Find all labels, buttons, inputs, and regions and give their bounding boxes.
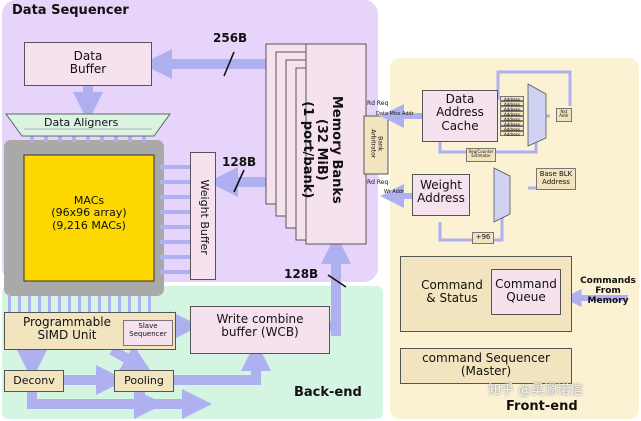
bandwidth-ticks [223, 51, 347, 288]
data-aligners-shape [5, 113, 171, 137]
bandwidth-128-wcb-label: 128B [284, 267, 319, 281]
pooling-block: Pooling [114, 370, 174, 392]
command-queue-label: Command Queue [495, 277, 557, 305]
address-item: Address [500, 111, 524, 117]
tick-256 [223, 51, 235, 77]
weight-address-block: Weight Address [412, 174, 470, 216]
tick-128-weight [233, 169, 245, 193]
loop-dac-top [496, 70, 572, 106]
weight-buffer-block: Weight Buffer [190, 152, 216, 280]
arrow-pooling-loop [135, 389, 212, 419]
simd-unit-label: Programmable SIMD Unit [22, 315, 111, 343]
address-item: Address [500, 116, 524, 122]
wcb-block: Write combine buffer (WCB) [190, 306, 330, 354]
pooling-label: Pooling [124, 374, 164, 387]
weight-address-label: Weight Address [417, 178, 465, 206]
data-miss-addr-label: Data Miss Addr [376, 111, 414, 117]
rd-req-bottom-label: Rd Req [367, 179, 389, 186]
weight-feed-arrows [160, 165, 190, 274]
rd-req-top-label: Rd Req [367, 100, 389, 107]
slave-sequencer-label: Slave Sequencer [129, 322, 167, 338]
back-end-title: Back-end [294, 385, 362, 400]
data-address-cache-label: Data Address Cache [436, 92, 484, 133]
macs-label: MACs (96x96 array) (9,216 MACs) [51, 194, 127, 232]
slave-sequencer-block: Slave Sequencer [123, 320, 173, 346]
bandwidth-128-weight-label: 128B [222, 155, 257, 169]
address-item: Address [500, 126, 524, 132]
base-blk-address-label: Base BLK Address [539, 170, 573, 186]
plus96-label: +96 [475, 233, 491, 241]
arrow-pooling-to-wcb [174, 341, 271, 385]
command-sequencer-label: command Sequencer (Master) [422, 351, 550, 379]
req-counter-label: Req/Counter Estimator [468, 149, 494, 159]
data-sequencer-title: Data Sequencer [12, 3, 129, 18]
deconv-label: Deconv [13, 374, 55, 387]
address-item: Address [500, 121, 524, 127]
memory-banks-label: Memory Banks (32 MiB) (1 port/bank) [299, 95, 344, 204]
mac-array-core [23, 154, 155, 282]
front-end-title: Front-end [506, 399, 578, 414]
dac-mux [527, 83, 547, 147]
command-status-block: Command & Status Command Queue [400, 256, 572, 332]
data-buffer-label: Data Buffer [69, 49, 107, 77]
deconv-block: Deconv [4, 370, 64, 392]
wa-mux [493, 167, 511, 223]
command-queue-block: Command Queue [491, 269, 561, 315]
bank-arbitrator-label: Bank Arbitrator [370, 129, 384, 159]
next-addr-block: Nxt Addr [556, 108, 572, 122]
base-blk-address-block: Base BLK Address [536, 168, 576, 190]
wcb-label: Write combine buffer (WCB) [216, 312, 304, 340]
watermark-text: 知乎 @昊源诺信 [488, 383, 584, 398]
mac-output-arrows [8, 296, 151, 312]
address-item: Address [500, 96, 524, 102]
tick-128-wcb [327, 274, 347, 288]
memory-banks-front [305, 43, 367, 245]
data-buffer-block: Data Buffer [24, 42, 152, 86]
front-end-arrows [380, 104, 628, 307]
address-list: Address Address Address Address Address … [500, 96, 524, 137]
memory-bank-stack [265, 43, 367, 245]
wr-addr-label: Wr Addr [384, 189, 405, 195]
data-address-cache-block: Data Address Cache [422, 90, 498, 142]
plus96-block: +96 [472, 232, 494, 244]
commands-from-memory-label: Commands From Memory [580, 276, 636, 307]
address-item: Address [500, 131, 524, 137]
req-counter-block: Req/Counter Estimator [466, 148, 496, 162]
simd-unit-block: Programmable SIMD Unit Slave Sequencer [4, 312, 176, 350]
bandwidth-256-label: 256B [213, 31, 248, 45]
address-item: Address [500, 101, 524, 107]
address-item: Address [500, 106, 524, 112]
arrow-simd-to-pooling [109, 345, 153, 373]
command-status-label: Command & Status [421, 278, 483, 306]
next-addr-label: Nxt Addr [559, 109, 569, 119]
command-sequencer-block: command Sequencer (Master) [400, 348, 572, 384]
arrow-deconv-loop [27, 389, 164, 419]
aligner-feed-arrows [30, 132, 146, 142]
weight-buffer-label: Weight Buffer [198, 179, 212, 255]
loop-wa-bottom [438, 210, 504, 242]
data-aligners-label: Data Aligners [44, 116, 119, 129]
